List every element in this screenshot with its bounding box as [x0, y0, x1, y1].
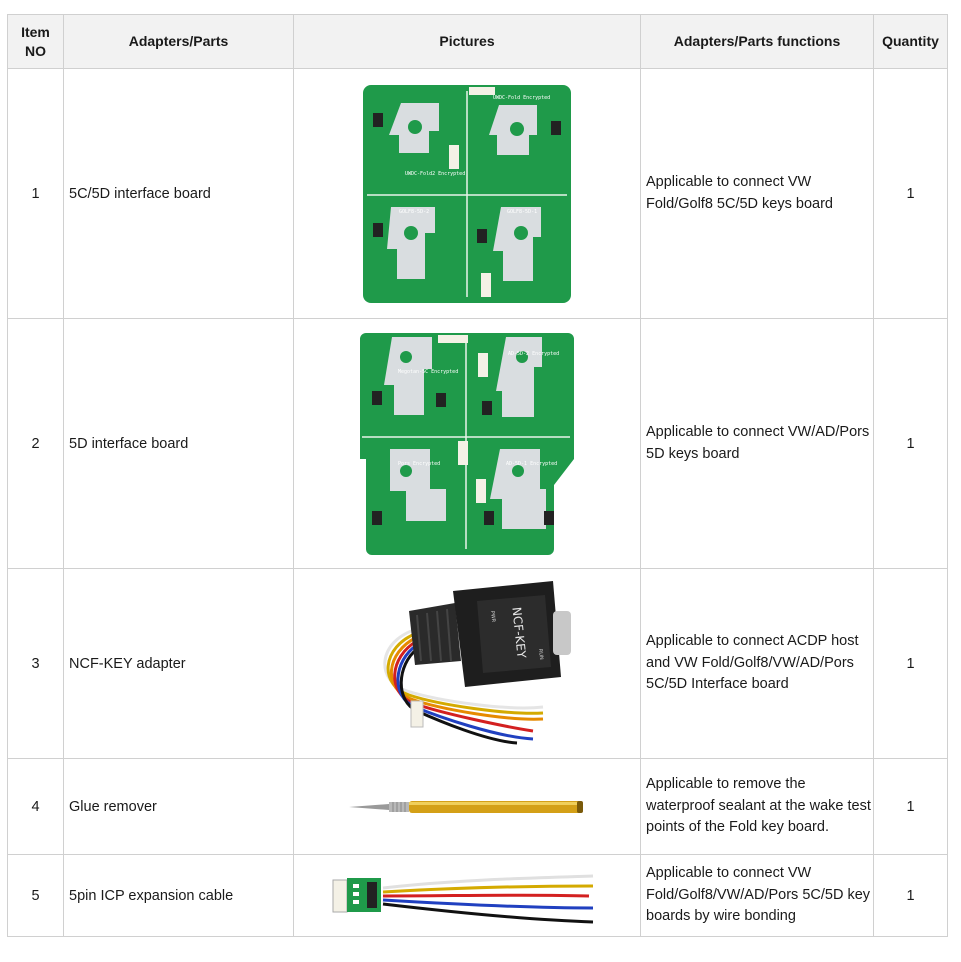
part-quantity: 1: [873, 758, 948, 855]
ncf-key-adapter-icon: NCF-KEY PWR RUN: [383, 580, 571, 744]
part-picture: Megotan-5C Encrypted AD-5D-2 Encrypted P…: [293, 318, 641, 569]
board-label: UWDC-Fold2 Encrypted: [405, 171, 465, 177]
part-name: 5pin ICP expansion cable: [63, 854, 294, 937]
header-adapters-parts: Adapters/Parts: [63, 14, 294, 69]
table-row: 4 Glue remover Ap: [7, 758, 948, 855]
part-name: 5D interface board: [63, 318, 294, 569]
table-row: 2 5D interface board: [7, 318, 948, 569]
part-quantity: 1: [873, 318, 948, 569]
part-function: Applicable to remove the waterproof seal…: [640, 758, 874, 855]
row-number: 2: [7, 318, 64, 569]
part-picture: [293, 758, 641, 855]
row-number: 5: [7, 854, 64, 937]
part-picture: [293, 854, 641, 937]
part-quantity: 1: [873, 68, 948, 319]
header-quantity: Quantity: [873, 14, 948, 69]
part-picture: UWDC-Fold2 Encrypted UWDC-Fold Encrypted…: [293, 68, 641, 319]
part-picture: NCF-KEY PWR RUN: [293, 568, 641, 759]
row-number: 3: [7, 568, 64, 759]
part-function: Applicable to connect ACDP host and VW F…: [640, 568, 874, 759]
table-row: 5 5pin ICP expansion cable: [7, 854, 948, 937]
board-label: UWDC-Fold Encrypted: [493, 95, 550, 101]
board-label: AD-5D-1 Encrypted: [506, 461, 557, 467]
device-label: NCF-KEY: [509, 606, 528, 659]
board-label: GOLF8-5D-2: [399, 209, 429, 215]
part-quantity: 1: [873, 568, 948, 759]
header-item-no: Item NO: [7, 14, 64, 69]
board-label: GOLF8-5D-1: [507, 209, 537, 215]
table-row: 1 5C/5D interface board: [7, 68, 948, 319]
device-small-label: PWR: [489, 610, 496, 623]
parts-table: Item NO Adapters/Parts Pictures Adapters…: [7, 14, 948, 937]
part-function: Applicable to connect VW Fold/Golf8 5C/5…: [640, 68, 874, 319]
icp-cable-icon: [332, 874, 594, 923]
header-item-line1: Item: [21, 23, 50, 40]
part-quantity: 1: [873, 854, 948, 937]
row-number: 1: [7, 68, 64, 319]
green-pcb-board-icon: UWDC-Fold2 Encrypted UWDC-Fold Encrypted…: [363, 84, 571, 303]
header-item-line2: NO: [25, 42, 46, 59]
part-name: Glue remover: [63, 758, 294, 855]
table-header-row: Item NO Adapters/Parts Pictures Adapters…: [7, 14, 948, 69]
glue-remover-tool-icon: [349, 800, 583, 813]
part-function: Applicable to connect VW Fold/Golf8/VW/A…: [640, 854, 874, 937]
device-small-label: RUN: [537, 648, 544, 660]
table-row: 3 NCF-KEY adapter: [7, 568, 948, 759]
row-number: 4: [7, 758, 64, 855]
part-name: 5C/5D interface board: [63, 68, 294, 319]
header-pictures: Pictures: [293, 14, 641, 69]
board-label: AD-5D-2 Encrypted: [508, 351, 559, 357]
board-label: Pors Encrypted: [398, 461, 440, 467]
part-name: NCF-KEY adapter: [63, 568, 294, 759]
green-pcb-board-icon: Megotan-5C Encrypted AD-5D-2 Encrypted P…: [360, 332, 574, 555]
part-function: Applicable to connect VW/AD/Pors 5D keys…: [640, 318, 874, 569]
board-label: Megotan-5C Encrypted: [398, 369, 458, 375]
header-functions: Adapters/Parts functions: [640, 14, 874, 69]
